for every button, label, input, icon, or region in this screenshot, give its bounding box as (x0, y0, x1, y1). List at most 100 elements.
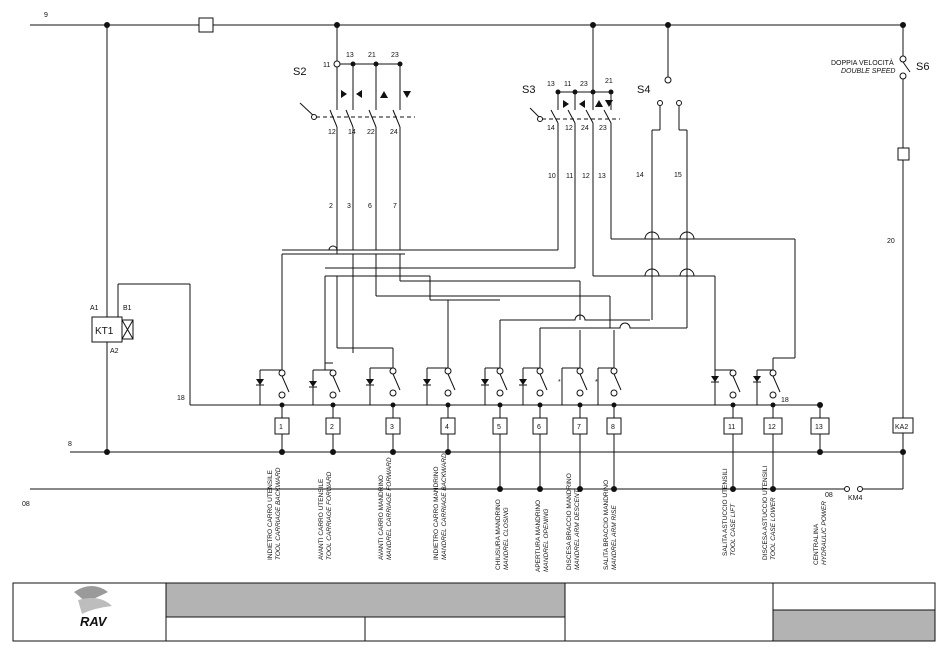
title-block: RAV (12, 582, 936, 642)
svg-text:TOOL CASE LOWER: TOOL CASE LOWER (770, 497, 777, 560)
svg-text:9: 9 (44, 12, 48, 19)
func-label-1: INDIETRO CARRO UTENSILE TOOL CARRIAGE BA… (267, 467, 282, 560)
func-label-13: CENTRALINA HYDRAULIC POWER (813, 501, 828, 565)
output-13: 18 13 (781, 397, 830, 455)
output-7: * 7 (558, 367, 588, 492)
func-label-8: SALITA BRACCIO MANDRINO MANDREL ARM RISE (603, 480, 618, 570)
relay-kt1 (91, 316, 123, 343)
svg-text:08: 08 (825, 492, 833, 499)
func-label-11: SALITA ASTUCCIO UTENSILI TOOL CASE LIFT (722, 468, 737, 556)
svg-text:12: 12 (565, 125, 573, 132)
output-3: 3 (366, 367, 401, 455)
function-labels: INDIETRO CARRO UTENSILE TOOL CARRIAGE BA… (267, 453, 828, 572)
svg-text:CENTRALINA: CENTRALINA (813, 523, 820, 565)
svg-text:24: 24 (390, 129, 398, 136)
svg-text:23: 23 (580, 81, 588, 88)
svg-text:08: 08 (22, 501, 30, 508)
title-cell-right (772, 609, 936, 642)
func-label-3: AVANTI CARRO MANDRINO MANDREL CARRIAGE F… (378, 457, 393, 560)
svg-text:*: * (595, 379, 598, 386)
func-label-2: AVANTI CARRO UTENSILE TOOL CARRIAGE FORW… (318, 471, 333, 560)
output-4: 4 (423, 367, 456, 455)
svg-text:TOOL CASE LIFT: TOOL CASE LIFT (730, 503, 737, 556)
svg-text:TOOL CARRIAGE BACKWARD: TOOL CARRIAGE BACKWARD (275, 467, 282, 560)
svg-text:INDIETRO CARRO UTENSILE: INDIETRO CARRO UTENSILE (267, 469, 274, 560)
svg-text:11: 11 (566, 173, 573, 180)
svg-text:S3: S3 (522, 84, 535, 96)
svg-text:KA2: KA2 (895, 424, 908, 431)
svg-text:SALITA BRACCIO MANDRINO: SALITA BRACCIO MANDRINO (603, 480, 610, 570)
svg-text:S2: S2 (293, 66, 306, 78)
svg-text:TOOL CARRIAGE FORWARD: TOOL CARRIAGE FORWARD (326, 471, 333, 560)
selector-s2: S2 11 13 21 23 12 14 22 24 2 3 (293, 22, 415, 250)
kt1-branch: KT1 A1 B1 A2 18 (90, 22, 191, 455)
svg-text:CHIUSURA MANDRINO: CHIUSURA MANDRINO (495, 499, 502, 570)
svg-text:21: 21 (605, 78, 613, 85)
svg-text:12: 12 (582, 173, 590, 180)
svg-text:23: 23 (391, 52, 399, 59)
func-label-12: DISCESA ASTUCCIO UTENSILI TOOL CASE LOWE… (762, 466, 777, 560)
svg-text:MANDREL ARM DESCENT: MANDREL ARM DESCENT (574, 488, 581, 570)
func-label-7: DISCESA BRACCIO MANDRINO MANDREL ARM DES… (566, 473, 581, 570)
svg-text:APERTURA MANDRINO: APERTURA MANDRINO (535, 500, 542, 572)
svg-text:22: 22 (367, 129, 375, 136)
svg-text:13: 13 (547, 81, 555, 88)
svg-text:S4: S4 (637, 84, 650, 96)
svg-text:INDIETRO CARRO MANDRINO: INDIETRO CARRO MANDRINO (433, 466, 440, 560)
svg-text:23: 23 (599, 125, 607, 132)
svg-text:7: 7 (577, 424, 581, 431)
output-1: 1 (256, 369, 290, 455)
svg-text:HYDRAULIC POWER: HYDRAULIC POWER (821, 501, 828, 565)
svg-text:8: 8 (611, 424, 615, 431)
svg-text:20: 20 (887, 238, 895, 245)
svg-text:13: 13 (346, 52, 354, 59)
svg-text:MANDREL ARM RISE: MANDREL ARM RISE (611, 505, 618, 570)
svg-text:6: 6 (368, 203, 372, 210)
selector-s3: S3 13 11 23 21 14 12 24 23 10 (522, 22, 620, 276)
svg-text:12: 12 (768, 424, 776, 431)
svg-text:2: 2 (329, 203, 333, 210)
output-2: 2 (309, 362, 341, 455)
s2-routing (281, 245, 610, 370)
output-11: 11 (711, 369, 743, 492)
svg-text:14: 14 (636, 172, 644, 179)
output-8: * 8 (595, 367, 622, 492)
fuse-box (198, 17, 214, 33)
svg-text:13: 13 (815, 424, 823, 431)
svg-text:MANDREL OPENING: MANDREL OPENING (543, 509, 550, 572)
svg-text:DISCESA ASTUCCIO UTENSILI: DISCESA ASTUCCIO UTENSILI (762, 466, 769, 560)
svg-text:1: 1 (279, 424, 283, 431)
svg-text:B1: B1 (123, 305, 132, 312)
svg-text:MANDREL CARRIAGE BACKWARD: MANDREL CARRIAGE BACKWARD (441, 453, 448, 560)
svg-text:3: 3 (347, 203, 351, 210)
svg-text:11: 11 (323, 62, 330, 69)
bus-8: 8 (68, 441, 905, 453)
svg-text:18: 18 (781, 397, 789, 404)
svg-text:24: 24 (581, 125, 589, 132)
svg-text:14: 14 (547, 125, 555, 132)
svg-text:A1: A1 (90, 305, 99, 312)
rav-logo: RAV (74, 586, 112, 629)
svg-text:AVANTI CARRO MANDRINO: AVANTI CARRO MANDRINO (378, 475, 385, 560)
func-label-5: CHIUSURA MANDRINO MANDREL CLOSING (495, 499, 510, 570)
func-label-4: INDIETRO CARRO MANDRINO MANDREL CARRIAGE… (433, 453, 448, 560)
svg-text:RAV: RAV (80, 614, 108, 629)
svg-text:10: 10 (548, 173, 556, 180)
svg-text:DOPPIA VELOCITÀ: DOPPIA VELOCITÀ (831, 58, 894, 67)
svg-text:12: 12 (328, 129, 336, 136)
svg-text:21: 21 (368, 52, 376, 59)
svg-text:MANDREL CARRIAGE FORWARD: MANDREL CARRIAGE FORWARD (386, 457, 393, 560)
svg-text:15: 15 (674, 172, 682, 179)
switch-s4: S4 14 15 (593, 22, 795, 328)
svg-text:14: 14 (348, 129, 356, 136)
title-cell-main (165, 582, 566, 618)
func-label-6: APERTURA MANDRINO MANDREL OPENING (535, 500, 550, 572)
svg-text:2: 2 (330, 424, 334, 431)
svg-text:4: 4 (445, 424, 449, 431)
output-6: 6 (519, 367, 548, 492)
svg-text:18: 18 (177, 395, 185, 402)
svg-text:13: 13 (598, 173, 606, 180)
svg-text:DISCESA BRACCIO MANDRINO: DISCESA BRACCIO MANDRINO (566, 473, 573, 570)
